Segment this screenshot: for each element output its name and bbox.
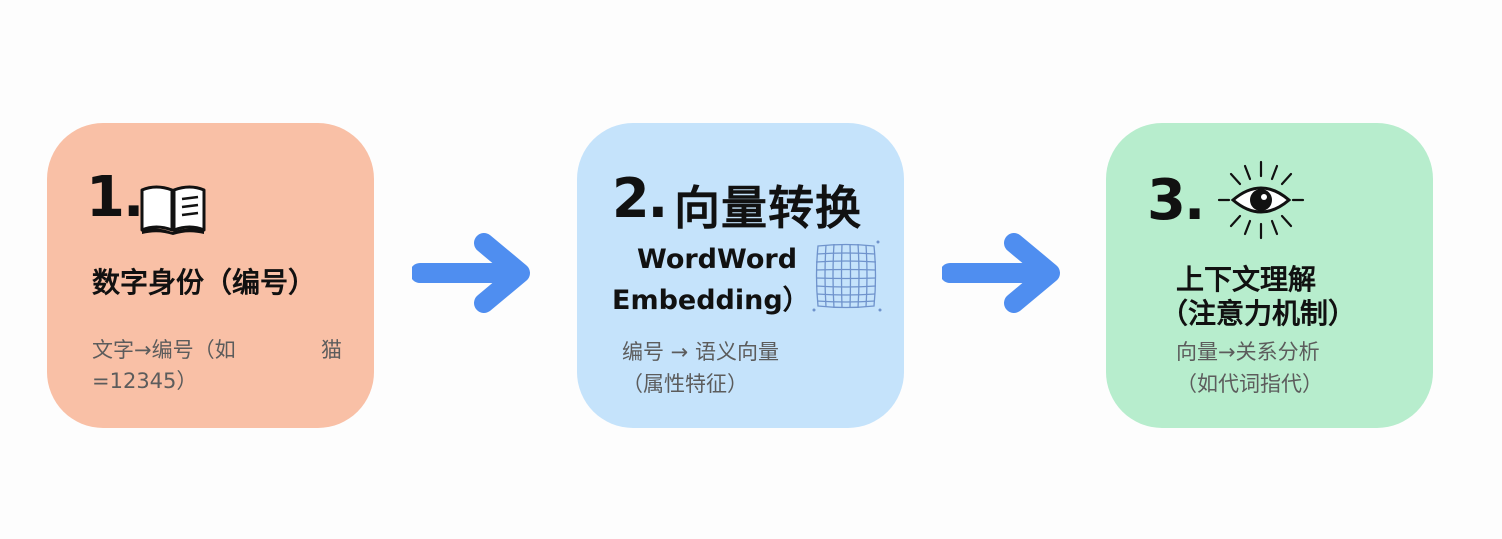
step-2-title-line2: Embedding）: [612, 285, 810, 316]
step-1-desc-line1-right: 猫: [321, 338, 342, 362]
step-1-title: 数字身份（编号）: [92, 266, 317, 299]
step-2-title-line1: WordWord: [637, 244, 798, 275]
step-card-3: [1106, 123, 1433, 428]
step-1-number: 1.: [86, 165, 144, 230]
step-3-desc-line1: 向量→关系分析: [1176, 340, 1320, 364]
step-2-desc-line2: （属性特征）: [622, 372, 748, 396]
step-1-desc-line2: =12345）: [92, 369, 198, 393]
arrow-1-path: [412, 233, 530, 313]
eye-icon: [1217, 160, 1305, 240]
grid-icon: [812, 240, 882, 312]
arrow-right-icon: [412, 233, 530, 313]
step-card-1: [47, 123, 374, 428]
step-3-title-line2: （注意力机制）: [1160, 297, 1357, 330]
arrow-right-icon-2: [942, 233, 1060, 313]
step-3-title-line1: 上下文理解: [1176, 263, 1317, 296]
open-book-icon: [140, 185, 206, 235]
step-card-2: [577, 123, 904, 428]
step-3-number: 3.: [1147, 168, 1205, 233]
step-2-number: 2.: [612, 167, 668, 230]
step-3-desc-line2: （如代词指代）: [1176, 372, 1323, 396]
step-1-desc-line1: 文字→编号（如: [92, 338, 236, 362]
step-2-desc-line1: 编号 → 语义向量: [622, 340, 779, 364]
step-2-heading: 向量转换: [674, 181, 862, 235]
arrow-2-path: [942, 233, 1060, 313]
